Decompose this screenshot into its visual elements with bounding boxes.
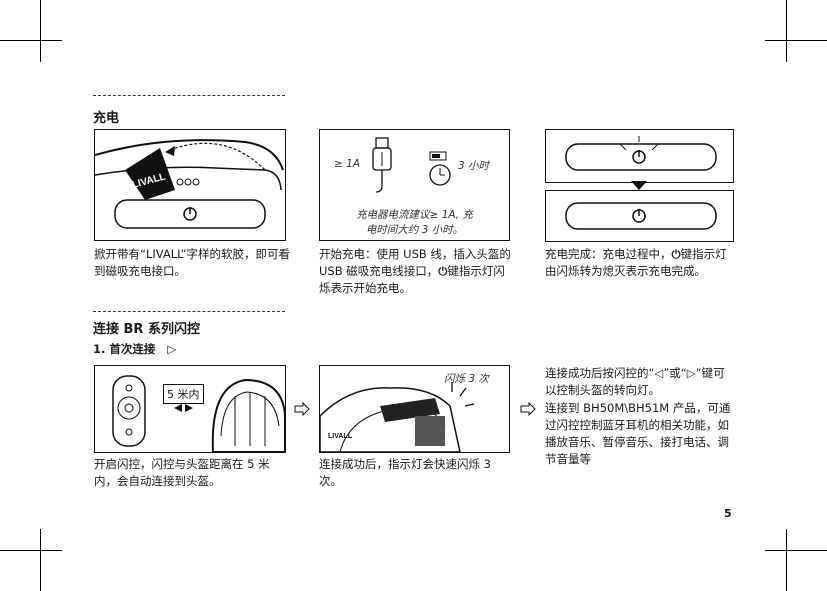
page-number: 5 <box>724 507 732 520</box>
time-label: 3 小时 <box>458 160 490 172</box>
down-arrow-icon <box>631 181 647 190</box>
blink-label: 闪烁 3 次 <box>444 373 489 385</box>
next-arrow-icon <box>520 402 536 416</box>
section-divider <box>93 311 285 312</box>
connect-step1-text: 开启闪控，闪控与头盔距离在 5 米内，会自动连接到头盔。 <box>94 457 270 488</box>
charge-step3-text: 充电完成：充电过程中，⏻键指示灯由闪烁转为熄灭表示充电完成。 <box>545 246 735 280</box>
connect-step3-mid: ”或“ <box>663 366 687 380</box>
figure-charging-done <box>545 190 734 242</box>
power-icon: ⏻ <box>671 247 681 261</box>
right-turn-icon: ▷ <box>686 366 696 380</box>
figure-charging-port: LIVALL <box>94 129 286 241</box>
crop-mark <box>765 40 827 41</box>
charge-step1-text: 掀开带有“LIVALL”字样的软胶，即可看到磁吸充电接口。 <box>94 247 291 278</box>
connect-step4-text: 连接到 BH50M\BH51M 产品，可通过闪控控制蓝牙耳机的相关功能，如播放音… <box>545 401 731 466</box>
figure-charging-blink <box>545 129 734 183</box>
section-title-charge: 充电 <box>93 111 120 126</box>
charger-note-line2: 电时间大约 3 小时。 <box>365 224 464 236</box>
connect-step2-text: 连接成功后，指示灯会快速闪烁 3 次。 <box>319 457 491 488</box>
crop-mark <box>0 40 62 41</box>
section-title-connect: 连接 BR 系列闪控 <box>93 322 200 337</box>
charge-step3-tail: 键指示灯由闪烁转为熄灭表示充电完成。 <box>545 247 727 278</box>
figure-remote-distance: 5 米内 <box>94 365 286 453</box>
power-icon: ⏻ <box>438 264 448 278</box>
crop-mark <box>786 0 787 62</box>
battery-clock-icon <box>429 151 451 186</box>
figure-usb-charging: ≥ 1A 3 小时 充电器电流建议≥ 1A, 充 电时间大约 3 小时。 <box>319 129 510 241</box>
crop-mark <box>0 550 62 551</box>
charge-step2-tail: 键指示灯闪烁表示开始充电。 <box>319 264 505 295</box>
usb-icon <box>372 137 392 193</box>
figure-helmet-blink: LIVALL 闪烁 3 次 <box>319 365 510 453</box>
charge-step2-head: 开始充电：使用 USB 线，插入头盔的 USB 磁吸充电线接口， <box>319 247 511 278</box>
next-arrow-icon <box>294 402 310 416</box>
left-turn-icon: ◁ <box>654 366 664 380</box>
current-label: ≥ 1A <box>334 158 360 170</box>
connect-subtitle-label: 1. 首次连接 <box>93 342 156 356</box>
crop-mark <box>40 529 41 591</box>
charge-step2-text: 开始充电：使用 USB 线，插入头盔的 USB 磁吸充电线接口，⏻键指示灯闪烁表… <box>319 246 515 297</box>
distance-label: 5 米内 <box>163 384 204 404</box>
charger-note-line1: 充电器电流建议≥ 1A, 充 <box>356 209 473 221</box>
brand-label: LIVALL <box>328 433 353 440</box>
charger-note: 充电器电流建议≥ 1A, 充 电时间大约 3 小时。 <box>320 208 509 238</box>
connect-step3-head: 连接成功后按闪控的“ <box>545 366 655 380</box>
crop-mark <box>40 0 41 62</box>
connect-step3-tail: ”键可以控制头盔的转向灯。 <box>545 366 725 397</box>
crop-mark <box>786 529 787 591</box>
connect-subtitle: 1. 首次连接 ▷ <box>93 341 176 358</box>
play-icon: ▷ <box>167 342 177 356</box>
connect-step3-text: 连接成功后按闪控的“◁”或“▷”键可以控制头盔的转向灯。 <box>545 365 735 399</box>
section-divider <box>93 95 285 96</box>
charge-step3-head: 充电完成：充电过程中， <box>545 247 672 261</box>
crop-mark <box>765 550 827 551</box>
